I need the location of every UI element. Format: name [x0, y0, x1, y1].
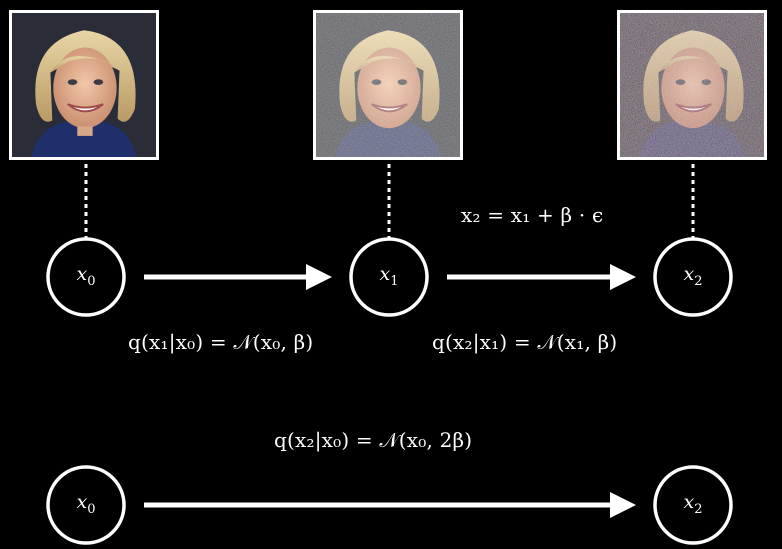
node-label-x1-top: x1: [359, 263, 419, 289]
portrait-noisy: [620, 13, 764, 157]
equation-q-x1-given-x0: q(x₁|x₀) = 𝒩(x₀, β): [128, 330, 314, 354]
node-sub: 0: [87, 501, 96, 517]
node-x0-bottom: [46, 465, 126, 545]
arrow-x0-to-x1: [144, 264, 332, 290]
arrow-x1-to-x2: [447, 264, 636, 290]
node-label-x0-bottom: x0: [56, 491, 116, 517]
node-var: x: [76, 491, 88, 513]
node-x2-top: [653, 237, 733, 317]
node-label-x0-top: x0: [56, 263, 116, 289]
node-label-x2-bottom: x2: [663, 491, 723, 517]
equation-q-x2-given-x1: q(x₂|x₁) = 𝒩(x₁, β): [432, 330, 618, 354]
node-var: x: [683, 491, 695, 513]
node-sub: 0: [87, 273, 96, 289]
node-var: x: [683, 263, 695, 285]
portrait-slightly-noisy: [316, 13, 460, 157]
image-x2-noisy: [617, 10, 767, 160]
node-label-x2-top: x2: [663, 263, 723, 289]
equation-update-rule: x₂ = x₁ + β · ϵ: [461, 203, 604, 227]
node-sub: 2: [694, 273, 703, 289]
image-x1-slightly-noisy: [313, 10, 463, 160]
node-x0-top: [46, 237, 126, 317]
node-sub: 1: [390, 273, 399, 289]
node-sub: 2: [694, 501, 703, 517]
arrow-x0-to-x2-direct: [144, 492, 636, 518]
node-var: x: [379, 263, 391, 285]
node-var: x: [76, 263, 88, 285]
node-x2-bottom: [653, 465, 733, 545]
node-x1-top: [349, 237, 429, 317]
image-x0-clean: [9, 10, 159, 160]
equation-q-x2-given-x0: q(x₂|x₀) = 𝒩(x₀, 2β): [274, 428, 473, 452]
portrait-clean: [12, 13, 156, 157]
